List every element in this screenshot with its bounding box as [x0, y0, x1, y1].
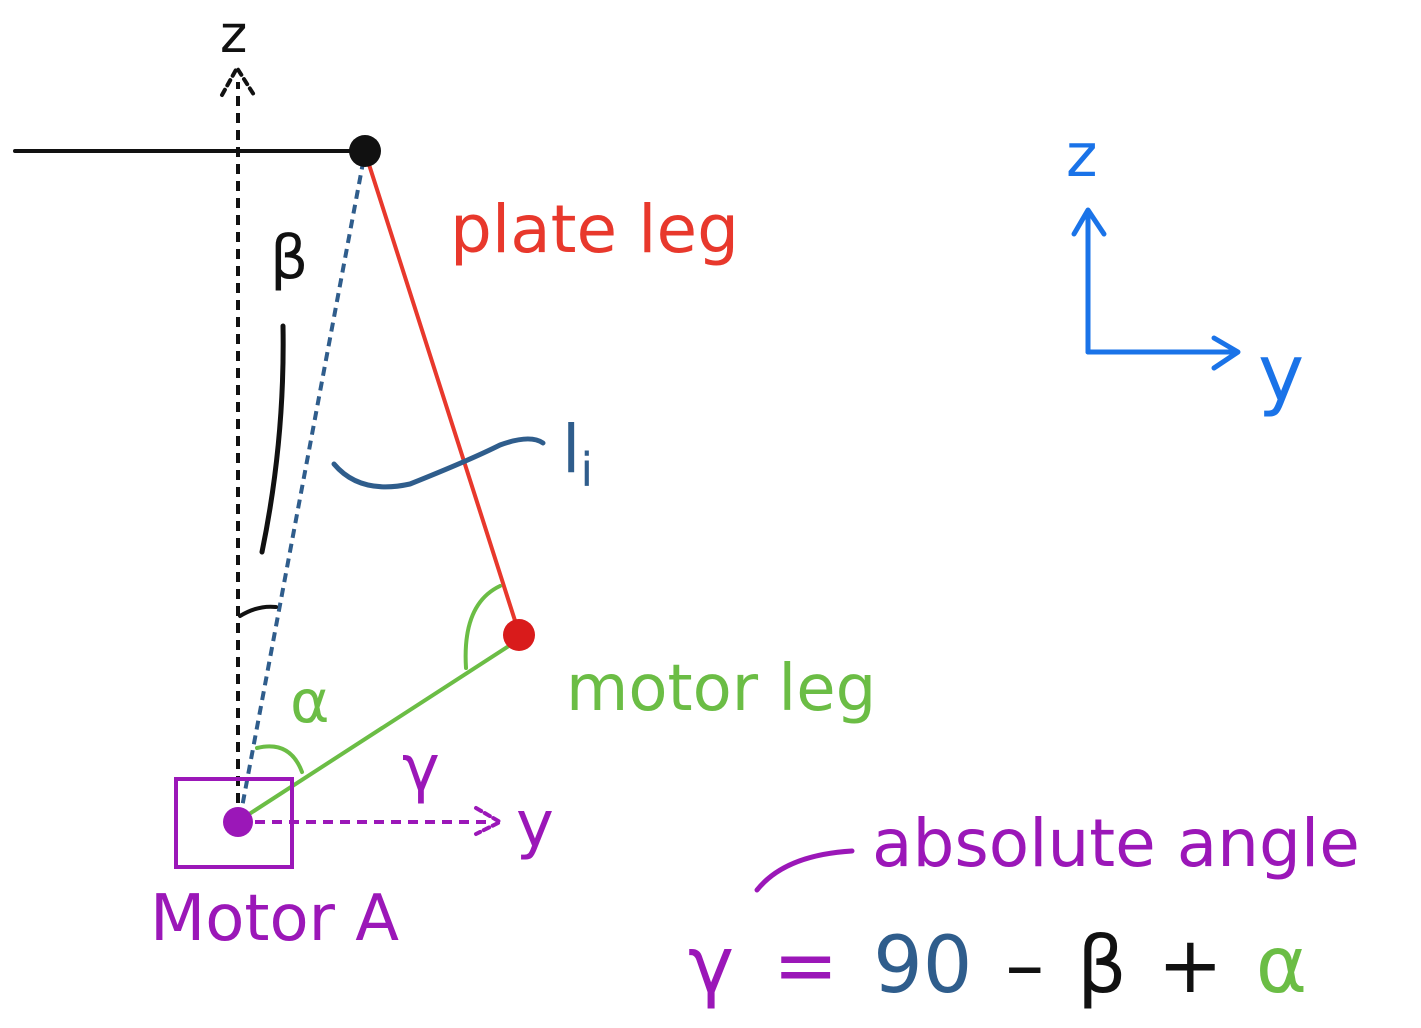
label-plate-leg: plate leg — [450, 191, 739, 268]
beta-bracket — [259, 323, 286, 555]
eq-plus: + — [1158, 921, 1223, 1011]
label-axes-z: z — [1066, 121, 1098, 191]
motor-box — [174, 777, 294, 869]
label-z-top: z — [220, 5, 247, 65]
label-beta: β — [270, 223, 308, 293]
eq-equals: = — [773, 921, 838, 1011]
eq-beta: β — [1077, 921, 1127, 1011]
beta-arc — [238, 604, 278, 618]
label-length-li: li — [562, 411, 593, 497]
label-motor-name: Motor A — [150, 882, 399, 956]
eq-alpha: α — [1256, 921, 1307, 1011]
absolute-angle-pointer — [754, 848, 855, 893]
y-axis-motor-arrowhead — [474, 806, 505, 836]
label-length-symbol: l — [562, 411, 580, 488]
eq-gamma: γ — [688, 921, 734, 1011]
eq-ninety: 90 — [873, 921, 972, 1011]
motor-joint — [223, 807, 253, 837]
equation: γ = 90 – β + α — [688, 921, 1307, 1011]
label-y-motor: y — [516, 788, 554, 862]
plate-leg-line — [363, 150, 520, 632]
plate-joint — [349, 135, 381, 167]
label-absolute-angle: absolute angle — [872, 805, 1360, 882]
z-axis-arrowhead — [220, 64, 256, 97]
axes-y-arrowhead — [1211, 335, 1241, 371]
label-motor-leg: motor leg — [566, 652, 876, 726]
axes-z-arrowhead — [1071, 207, 1107, 237]
knee-joint — [503, 619, 535, 651]
label-alpha: α — [290, 667, 330, 737]
label-length-subscript: i — [580, 443, 593, 497]
length-li-dashed-line — [238, 151, 367, 819]
alpha-arc — [255, 744, 304, 774]
label-gamma: γ — [402, 732, 440, 806]
motor-leg-line — [238, 638, 520, 822]
knee-angle-arc — [463, 584, 502, 670]
eq-minus: – — [1005, 921, 1044, 1011]
length-li-pointer — [331, 436, 546, 490]
label-axes-y: y — [1258, 329, 1304, 419]
